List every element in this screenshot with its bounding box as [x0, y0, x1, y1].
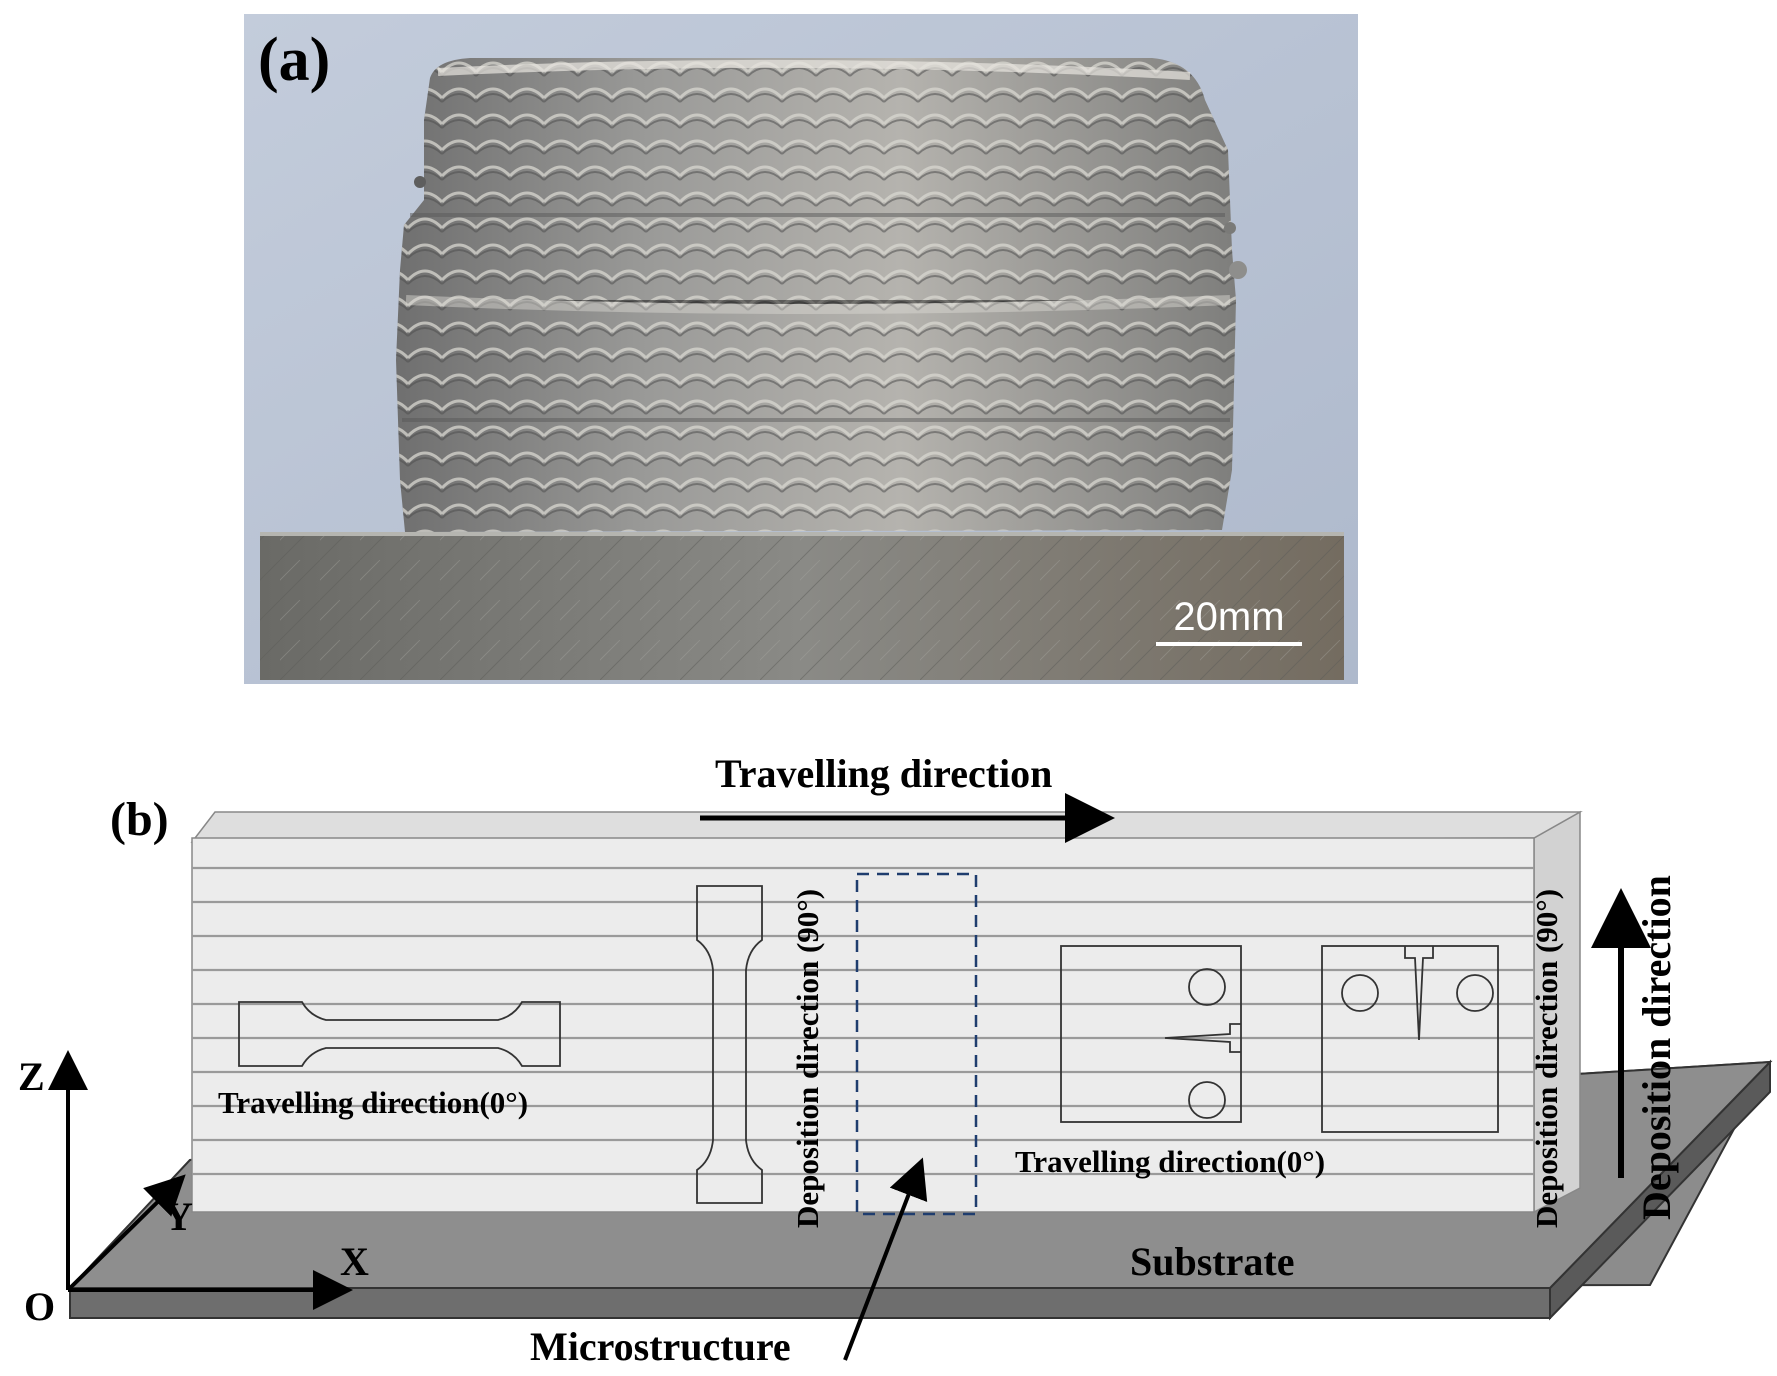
- substrate-front: [69, 1287, 1551, 1319]
- plate-edge: [260, 532, 1344, 536]
- deposited-wall: [396, 58, 1247, 532]
- schematic-wall: [190, 810, 1583, 1214]
- label-travelling-top: Travelling direction: [715, 751, 1052, 796]
- label-substrate: Substrate: [1130, 1239, 1294, 1284]
- wall-front-face: [191, 837, 1535, 1213]
- axis-x-label: X: [340, 1239, 369, 1284]
- spatter-2: [1229, 261, 1247, 279]
- ct-specimen-horizontal: [1060, 945, 1242, 1123]
- spatter-3: [1224, 222, 1236, 234]
- plate-scratches: [260, 532, 1344, 680]
- spatter-1: [414, 176, 426, 188]
- axis-y-label: Y: [164, 1194, 193, 1239]
- ct-hole-1b: [1188, 1081, 1226, 1119]
- vertical-tensile-specimen: [696, 885, 763, 1204]
- microstructure-region: [855, 872, 978, 1216]
- top-ridge: [437, 59, 1191, 80]
- bead-band-2: [405, 295, 1231, 314]
- ct-body-2: [1321, 945, 1499, 1133]
- ct-body-1: [1060, 945, 1242, 1123]
- label-deposition-mid: Deposition direction (90°): [790, 889, 825, 1228]
- axis-z-label: Z: [18, 1054, 45, 1099]
- panel-b-schematic: (b): [18, 751, 1773, 1369]
- ct-notch-1: [1164, 1023, 1241, 1053]
- label-deposition-right: Deposition direction (90°): [1529, 889, 1564, 1228]
- label-microstructure: Microstructure: [530, 1324, 791, 1369]
- base-plate: [260, 532, 1344, 680]
- label-deposition-arrow: Deposition direction: [1634, 875, 1679, 1220]
- axis-origin-label: O: [24, 1284, 55, 1329]
- ct-hole-2a: [1341, 974, 1379, 1012]
- ct-specimen-vertical: [1321, 945, 1499, 1133]
- ct-hole-1a: [1188, 968, 1226, 1006]
- ct-hole-2b: [1456, 974, 1494, 1012]
- coordinate-axes: Z Y X O: [18, 1050, 369, 1329]
- panel-a-photo: 20mm (a): [244, 14, 1358, 684]
- panel-a-label: (a): [258, 26, 330, 94]
- layer-lines: [192, 866, 1534, 1176]
- microstructure-pointer: [843, 1157, 928, 1361]
- panel-b-label: (b): [110, 793, 169, 846]
- label-travelling-left: Travelling direction(0°): [218, 1085, 528, 1120]
- weld-beads: [396, 58, 1236, 532]
- horizontal-tensile-specimen: [238, 1001, 561, 1067]
- ct-notch-2: [1404, 946, 1434, 1041]
- y-axis: [66, 1174, 186, 1292]
- scale-bar-label: 20mm: [1173, 595, 1284, 639]
- label-travelling-right: Travelling direction(0°): [1015, 1144, 1325, 1179]
